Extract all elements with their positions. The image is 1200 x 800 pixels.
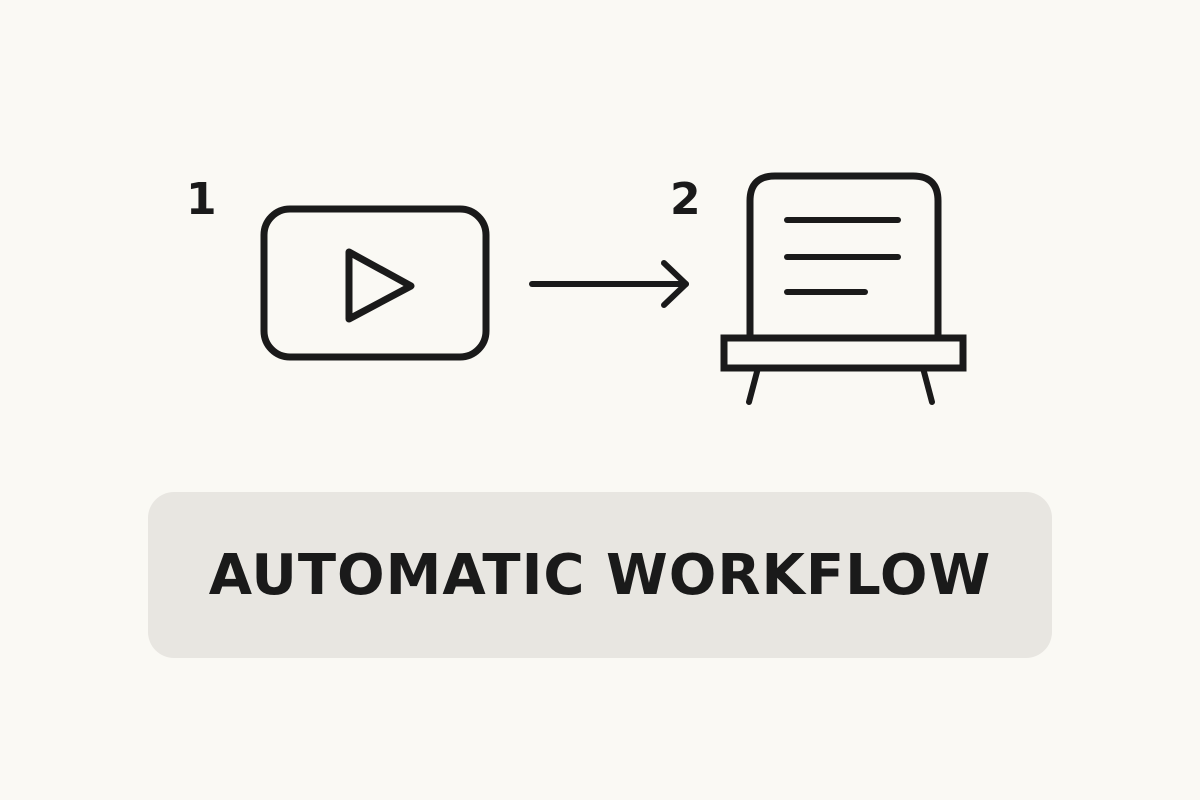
arrow-right-icon — [529, 260, 689, 308]
step-1-number: 1 — [186, 174, 217, 225]
step-2-number: 2 — [670, 174, 701, 225]
workflow-label-text: AUTOMATIC WORKFLOW — [208, 542, 992, 608]
document-board-icon — [720, 172, 967, 405]
video-play-icon — [260, 205, 490, 361]
workflow-label-pill: AUTOMATIC WORKFLOW — [148, 492, 1052, 658]
